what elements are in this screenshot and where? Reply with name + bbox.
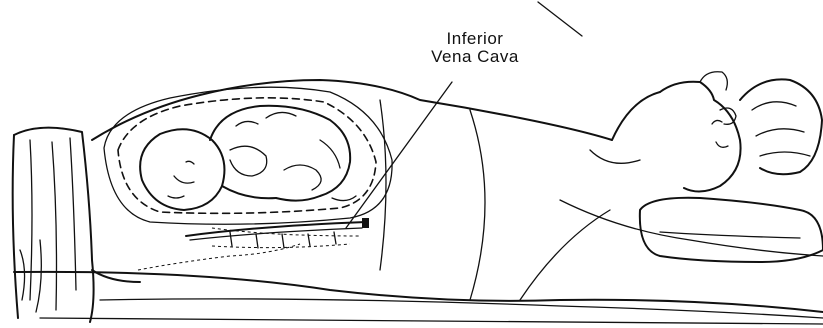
sacrum [138, 244, 300, 270]
pillow [640, 198, 823, 262]
body-outline [92, 80, 823, 300]
great-vessels [186, 218, 369, 240]
patient-head [660, 72, 741, 192]
fetus [140, 106, 356, 210]
ivc-label-line-1: Inferior [405, 30, 545, 48]
sheet-drape [13, 128, 94, 322]
hair-cap [740, 79, 822, 174]
ivc-label: Inferior Vena Cava [405, 30, 545, 66]
ivc-label-line-2: Vena Cava [405, 48, 545, 66]
table-surface [14, 272, 823, 324]
ivc-pointer-line [346, 82, 452, 228]
vessel-end-marker [362, 218, 369, 228]
